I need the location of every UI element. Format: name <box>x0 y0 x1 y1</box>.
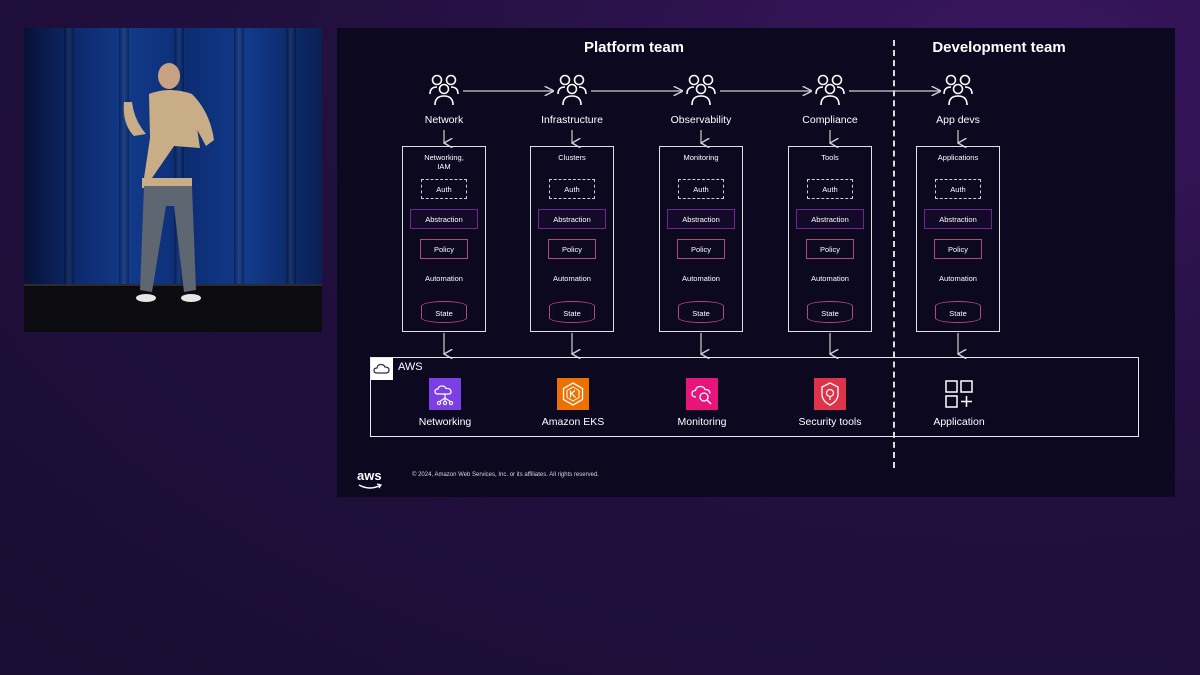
people-icon <box>815 74 845 106</box>
networking-icon <box>429 378 461 410</box>
auth-chip: Auth <box>678 179 724 199</box>
stack-column-applications: Applications Auth Abstraction Policy Aut… <box>916 146 1000 332</box>
abstraction-chip: Abstraction <box>667 209 735 229</box>
column-title: Applications <box>937 153 979 162</box>
eks-icon <box>557 378 589 410</box>
abstraction-chip: Abstraction <box>538 209 606 229</box>
team-divider <box>893 40 895 468</box>
automation-label: Automation <box>682 274 720 283</box>
aws-logo: aws <box>357 468 382 483</box>
abstraction-chip: Abstraction <box>796 209 864 229</box>
abstraction-chip: Abstraction <box>924 209 992 229</box>
automation-label: Automation <box>939 274 977 283</box>
people-icon <box>429 74 459 106</box>
service-label: Amazon EKS <box>541 416 605 428</box>
application-icon <box>945 380 973 408</box>
aws-group-label: AWS <box>398 361 423 373</box>
automation-label: Automation <box>811 274 849 283</box>
service-application: Application <box>899 378 1019 428</box>
role-infrastructure: Infrastructure <box>512 72 632 126</box>
service-label: Security tools <box>798 416 862 428</box>
role-observability: Observability <box>641 72 761 126</box>
column-title: Monitoring <box>683 153 719 162</box>
auth-chip: Auth <box>807 179 853 199</box>
people-icon <box>686 74 716 106</box>
policy-chip: Policy <box>934 239 982 259</box>
curtain-fold <box>286 28 296 284</box>
curtain-fold <box>119 28 129 284</box>
automation-label: Automation <box>425 274 463 283</box>
policy-chip: Policy <box>806 239 854 259</box>
aws-cloud-group: AWS Networking Amazon EKS <box>370 357 1139 437</box>
role-compliance: Compliance <box>770 72 890 126</box>
policy-chip: Policy <box>548 239 596 259</box>
cloud-icon <box>371 358 393 380</box>
state-cylinder: State <box>807 301 853 323</box>
stack-column-clusters: Clusters Auth Abstraction Policy Automat… <box>530 146 614 332</box>
service-amazon-eks: Amazon EKS <box>513 378 633 428</box>
platform-team-title: Platform team <box>583 39 685 56</box>
column-title: Networking, IAM <box>424 153 464 171</box>
role-flow-arrows <box>463 28 1175 148</box>
security-icon <box>814 378 846 410</box>
service-monitoring: Monitoring <box>642 378 762 428</box>
stage-floor <box>24 284 322 332</box>
state-cylinder: State <box>935 301 981 323</box>
role-label: Observability <box>670 114 732 126</box>
curtain-fold <box>64 28 74 284</box>
automation-label: Automation <box>553 274 591 283</box>
curtain-fold <box>174 28 184 284</box>
monitoring-icon <box>686 378 718 410</box>
service-security-tools: Security tools <box>770 378 890 428</box>
role-app-devs: App devs <box>898 72 1018 126</box>
auth-chip: Auth <box>549 179 595 199</box>
stack-column-networking: Networking, IAM Auth Abstraction Policy … <box>402 146 486 332</box>
role-label: Infrastructure <box>541 114 603 126</box>
service-networking: Networking <box>385 378 505 428</box>
abstraction-chip: Abstraction <box>410 209 478 229</box>
service-label: Monitoring <box>677 416 727 428</box>
people-icon <box>557 74 587 106</box>
service-label: Application <box>933 416 985 428</box>
development-team-title: Development team <box>932 39 1066 56</box>
people-icon <box>943 74 973 106</box>
aws-smile-icon <box>358 483 382 489</box>
stack-column-tools: Tools Auth Abstraction Policy Automation… <box>788 146 872 332</box>
service-label: Networking <box>418 416 472 428</box>
role-label: Network <box>424 114 464 126</box>
speaker-video <box>24 28 322 332</box>
role-label: Compliance <box>802 114 858 126</box>
state-cylinder: State <box>678 301 724 323</box>
slide: Platform team Development team Network I… <box>337 28 1175 497</box>
policy-chip: Policy <box>420 239 468 259</box>
copyright-notice: © 2024, Amazon Web Services, Inc. or its… <box>412 472 599 478</box>
role-network: Network <box>384 72 504 126</box>
curtain-fold <box>234 28 244 284</box>
speaker-figure <box>123 63 214 302</box>
stack-column-monitoring: Monitoring Auth Abstraction Policy Autom… <box>659 146 743 332</box>
state-cylinder: State <box>549 301 595 323</box>
auth-chip: Auth <box>935 179 981 199</box>
column-title: Tools <box>821 153 839 162</box>
auth-chip: Auth <box>421 179 467 199</box>
role-label: App devs <box>936 114 980 126</box>
column-title: Clusters <box>558 153 586 162</box>
state-cylinder: State <box>421 301 467 323</box>
vertical-arrows <box>337 130 1175 368</box>
policy-chip: Policy <box>677 239 725 259</box>
